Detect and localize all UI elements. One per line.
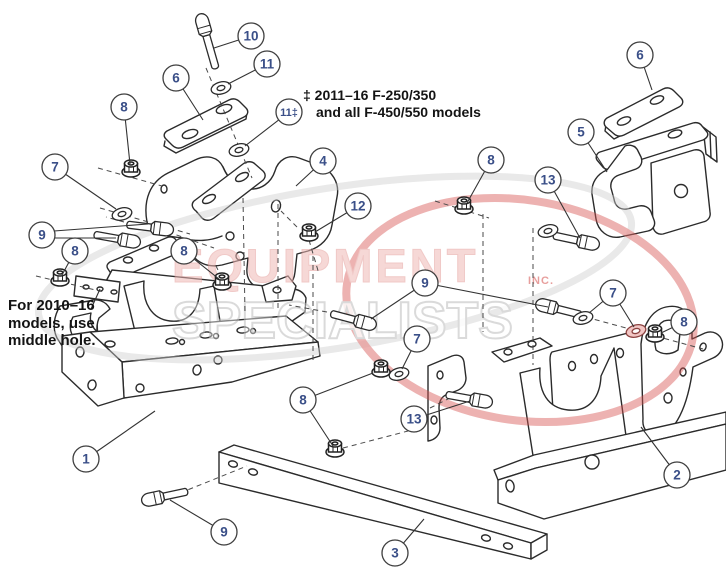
svg-text:7: 7 xyxy=(51,160,59,175)
note-hole-line3: middle hole. xyxy=(8,332,96,349)
bolt-icon xyxy=(193,11,223,72)
callout-10: 10 xyxy=(237,22,265,50)
callout-7: 7 xyxy=(599,279,627,307)
callout-2: 2 xyxy=(663,461,691,489)
svg-text:13: 13 xyxy=(406,412,422,427)
part-2-mount-bracket xyxy=(427,305,726,520)
note-hole-line2: models, use xyxy=(8,314,95,332)
flange-nut-icon xyxy=(121,159,141,178)
svg-text:5: 5 xyxy=(577,125,585,140)
flange-nut-icon xyxy=(645,324,665,343)
watermark-word-specialists: SPECIALISTS xyxy=(172,292,513,350)
svg-text:11: 11 xyxy=(260,57,275,72)
callout-9: 9 xyxy=(28,221,56,249)
flange-nut-icon xyxy=(325,439,345,458)
callout-1: 1 xyxy=(72,445,100,473)
callout-7: 7 xyxy=(403,325,431,353)
svg-text:7: 7 xyxy=(609,286,617,301)
flange-nut-icon xyxy=(454,196,474,215)
callout-9: 9 xyxy=(210,518,238,546)
callout-11: 11 xyxy=(253,50,281,78)
svg-text:1: 1 xyxy=(82,452,90,467)
callout-12: 12 xyxy=(344,192,372,220)
callout-13: 13 xyxy=(400,405,428,433)
part-6-plate-left xyxy=(163,98,249,154)
note-model-line1: ‡ 2011–16 F-250/350 xyxy=(303,87,437,103)
svg-text:11‡: 11‡ xyxy=(280,107,298,119)
flange-nut-icon xyxy=(50,268,70,287)
part-3-angle-rail xyxy=(218,444,548,560)
callout-6: 6 xyxy=(162,64,190,92)
callout-8: 8 xyxy=(61,237,89,265)
washer-icon xyxy=(209,78,233,98)
svg-text:6: 6 xyxy=(636,48,644,63)
callout-11-dagger: 11‡ xyxy=(275,98,303,126)
watermark-red-oval xyxy=(342,193,698,427)
note-model-applicability: ‡ 2011–16 F-250/350 and all F-450/550 mo… xyxy=(303,87,481,121)
svg-text:10: 10 xyxy=(243,29,258,44)
bolt-icon xyxy=(139,484,190,509)
part-1-mount-bracket xyxy=(53,236,321,407)
callout-8: 8 xyxy=(477,146,505,174)
svg-text:3: 3 xyxy=(391,546,399,561)
flange-nut-icon xyxy=(299,223,319,242)
svg-text:4: 4 xyxy=(319,154,327,169)
callout-8: 8 xyxy=(170,237,198,265)
part-6-plate-right xyxy=(603,87,684,140)
svg-text:8: 8 xyxy=(487,153,495,168)
washer-icon xyxy=(625,324,647,338)
callout-8: 8 xyxy=(110,93,138,121)
svg-text:8: 8 xyxy=(180,244,188,259)
svg-text:9: 9 xyxy=(421,276,429,291)
svg-text:12: 12 xyxy=(350,199,365,214)
part-5-bracket xyxy=(591,121,718,238)
callout-8: 8 xyxy=(670,308,698,336)
note-middle-hole: For 2010–16 models, use middle hole. xyxy=(8,297,96,350)
callout-balloons: 10 11 6 8 11‡ 4 7 9 8 12 8 8 13 6 5 9 7 … xyxy=(28,22,698,567)
bolt-icon xyxy=(551,228,602,253)
watermark-gray-oval xyxy=(34,172,636,364)
callout-7: 7 xyxy=(41,153,69,181)
watermark-inc-suffix: INC. xyxy=(528,275,554,287)
svg-text:2: 2 xyxy=(673,468,681,483)
svg-text:8: 8 xyxy=(120,100,128,115)
note-model-line2: and all F-450/550 models xyxy=(316,104,481,120)
hardware-fasteners xyxy=(50,11,665,509)
svg-text:13: 13 xyxy=(540,173,556,188)
svg-text:8: 8 xyxy=(71,244,79,259)
callout-13: 13 xyxy=(534,166,562,194)
callout-6: 6 xyxy=(626,41,654,69)
svg-text:7: 7 xyxy=(413,332,421,347)
svg-text:9: 9 xyxy=(38,228,46,243)
note-hole-line1: For 2010–16 xyxy=(8,297,95,314)
callout-9: 9 xyxy=(411,269,439,297)
svg-text:9: 9 xyxy=(220,525,228,540)
callout-3: 3 xyxy=(381,539,409,567)
svg-text:8: 8 xyxy=(299,393,307,408)
flange-nut-icon xyxy=(212,272,232,291)
svg-text:8: 8 xyxy=(680,315,688,330)
callout-5: 5 xyxy=(567,118,595,146)
flange-nut-icon xyxy=(371,359,391,378)
svg-text:6: 6 xyxy=(172,71,180,86)
callout-4: 4 xyxy=(309,147,337,175)
callout-8: 8 xyxy=(289,386,317,414)
leader-lines xyxy=(53,35,685,554)
